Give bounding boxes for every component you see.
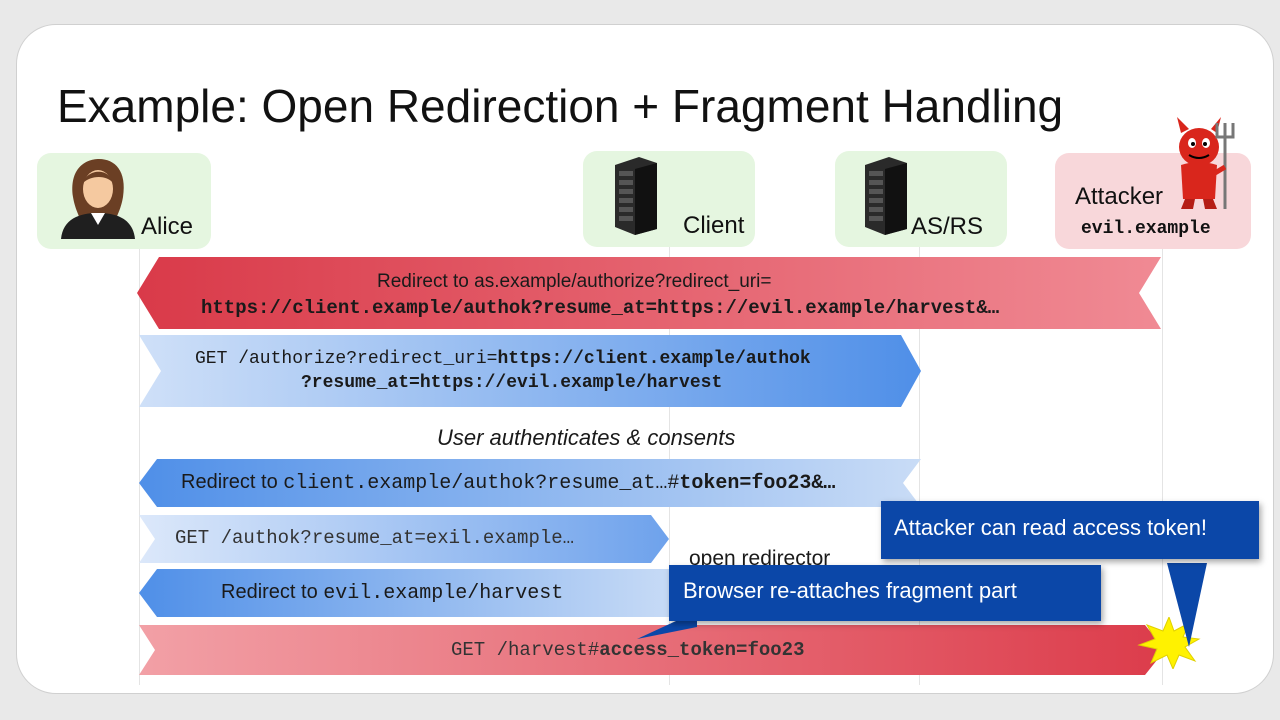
actor-client: Client (583, 151, 755, 247)
server-icon (615, 157, 657, 235)
message-3-label: Redirect to client.example/authok?resume… (181, 471, 836, 495)
open-redirector-label: open redirector (689, 547, 831, 570)
message-2-line2: ?resume_at=https://evil.example/harvest (301, 373, 723, 393)
starburst-icon (1137, 617, 1201, 669)
actor-as-rs-label: AS/RS (911, 213, 984, 240)
message-1-line2: https://client.example/authok?resume_at=… (201, 297, 1000, 319)
message-4-arrow (139, 515, 669, 563)
message-2-arrow (139, 335, 921, 407)
message-6-label: GET /harvest#access_token=foo23 (451, 639, 805, 661)
message-5-arrow (139, 569, 679, 617)
actor-attacker-label: Attacker (1075, 183, 1164, 210)
message-1-line1: Redirect to as.example/authorize?redirec… (377, 271, 772, 292)
server-icon (865, 157, 907, 235)
message-1-arrow (137, 257, 1161, 329)
actor-alice: Alice (37, 153, 211, 249)
actor-attacker-domain: evil.example (1081, 219, 1211, 239)
message-6-arrow (139, 625, 1165, 675)
attacker-callout: Attacker can read access token! (881, 501, 1259, 559)
lifeline-alice (139, 245, 140, 685)
lifeline-attacker (1162, 245, 1163, 685)
actor-as-rs: AS/RS (835, 151, 1007, 247)
fragment-callout-text: Browser re-attaches fragment part (683, 578, 1017, 603)
attacker-callout-text: Attacker can read access token! (894, 515, 1208, 540)
lifeline-as-rs (919, 245, 920, 685)
attacker-callout-pointer (1167, 563, 1207, 647)
person-icon (61, 159, 135, 239)
message-2-line1: GET /authorize?redirect_uri=https://clie… (195, 349, 811, 369)
actor-client-label: Client (683, 212, 745, 239)
fragment-callout: Browser re-attaches fragment part (669, 565, 1101, 621)
message-5-label: Redirect to evil.example/harvest (221, 581, 564, 605)
fragment-callout-pointer (637, 615, 697, 639)
message-3-arrow (139, 459, 921, 507)
slide: Example: Open Redirection + Fragment Han… (16, 24, 1274, 694)
slide-title: Example: Open Redirection + Fragment Han… (57, 80, 1064, 132)
devil-icon (1177, 117, 1235, 209)
note-user-authenticates: User authenticates & consents (437, 425, 736, 450)
message-4-label: GET /authok?resume_at=exil.example… (175, 527, 575, 549)
actor-alice-label: Alice (141, 213, 194, 240)
